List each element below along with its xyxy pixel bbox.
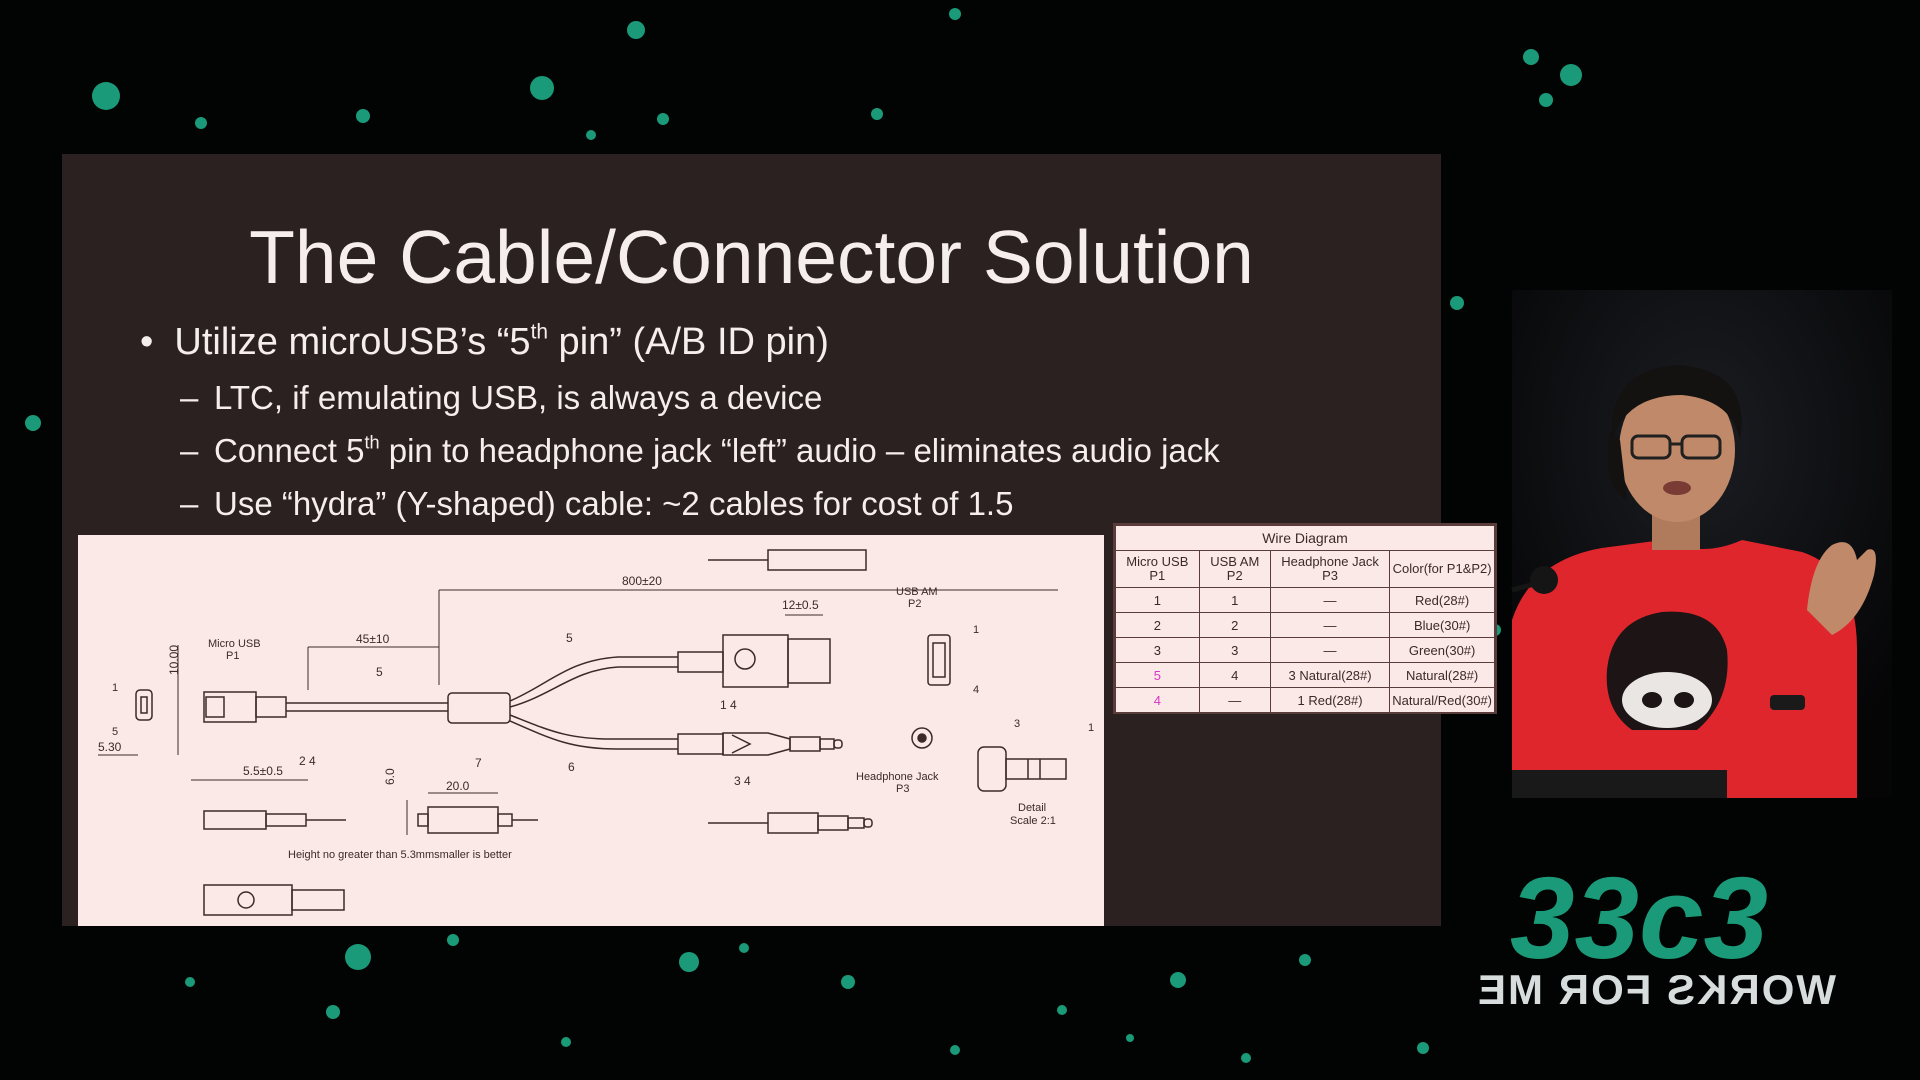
table-cell: 5	[1115, 662, 1200, 688]
dash-glyph: –	[180, 432, 199, 469]
bullet-text-after: pin” (A/B ID pin)	[548, 321, 829, 363]
wire-diagram-caption: Wire Diagram	[1115, 525, 1495, 551]
table-header: Headphone Jack P3	[1269, 550, 1391, 588]
table-header: USB AM P2	[1198, 550, 1271, 588]
table-cell: —	[1198, 687, 1271, 713]
logo-main-text: 33c3	[1510, 853, 1768, 983]
subbullet-2-text-after: pin to headphone jack “left” audio – eli…	[379, 432, 1220, 469]
label-micro-usb: Micro USB	[208, 638, 261, 650]
pin-label-1: 1	[112, 682, 118, 694]
bullet-sup: th	[530, 320, 548, 344]
dash-glyph: –	[180, 485, 199, 522]
subbullet-3-text: Use “hydra” (Y-shaped) cable: ~2 cables …	[214, 485, 1014, 522]
microphone	[1530, 566, 1558, 594]
presentation-slide: The Cable/Connector Solution • Utilize m…	[62, 154, 1497, 926]
table-row: 3 3 — Green(30#)	[1115, 637, 1495, 663]
dim-60: 6.0	[383, 768, 397, 785]
table-header: Color(for P1&P2)	[1389, 550, 1495, 588]
table-cell: —	[1269, 587, 1391, 613]
callout-7: 7	[475, 756, 482, 770]
dim-200: 20.0	[446, 779, 470, 793]
bullet-glyph: •	[140, 321, 175, 363]
pin-label-jack-3: 3	[1014, 718, 1020, 730]
pin-label-5: 5	[112, 726, 118, 738]
speaker-hand	[1807, 542, 1876, 635]
callout-5-left: 5	[376, 665, 383, 679]
speaker-head	[1619, 378, 1735, 522]
label-scale: Scale 2:1	[1010, 815, 1056, 827]
label-p2: P2	[908, 598, 921, 610]
subbullet-2: –Connect 5th pin to headphone jack “left…	[180, 431, 1220, 471]
table-cell: 3 Natural(28#)	[1269, 662, 1391, 688]
table-cell: 4	[1198, 662, 1271, 688]
table-cell: 1	[1198, 587, 1271, 613]
wire-diagram-table: Wire Diagram Micro USB P1 USB AM P2 Head…	[1113, 523, 1497, 714]
subbullet-2-sup: th	[364, 432, 380, 453]
table-cell: —	[1269, 612, 1391, 638]
speaker-video	[1511, 290, 1892, 798]
table-cell: 1	[1115, 587, 1200, 613]
table-header: Micro USB P1	[1115, 550, 1200, 588]
dim-530: 5.30	[98, 740, 122, 754]
subbullet-3: –Use “hydra” (Y-shaped) cable: ~2 cables…	[180, 484, 1013, 524]
table-cell: Natural(28#)	[1389, 662, 1495, 688]
table-row: 4 — 1 Red(28#) Natural/Red(30#)	[1115, 687, 1495, 713]
callout-24: 2 4	[299, 754, 316, 768]
subbullet-1: –LTC, if emulating USB, is always a devi…	[180, 378, 822, 418]
pin-label-usb-1: 1	[973, 624, 979, 636]
label-usb-am: USB AM	[896, 586, 938, 598]
subbullet-1-text: LTC, if emulating USB, is always a devic…	[214, 379, 823, 416]
usb-a-end-view	[927, 634, 951, 686]
micro-usb-end-view	[135, 689, 153, 721]
pin-label-usb-4: 4	[973, 684, 979, 696]
pin-label-jack-1: 1	[1088, 722, 1094, 734]
cable-technical-drawing: Micro USB P1 USB AM P2 Headphone Jack P3…	[78, 535, 1104, 926]
table-cell: Red(28#)	[1389, 587, 1495, 613]
table-cell: Blue(30#)	[1389, 612, 1495, 638]
subbullet-2-text-before: Connect 5	[214, 432, 365, 469]
dim-800: 800±20	[622, 574, 662, 588]
callout-6: 6	[568, 760, 575, 774]
label-p3: P3	[896, 783, 909, 795]
table-row: 1 1 — Red(28#)	[1115, 587, 1495, 613]
dash-glyph: –	[180, 379, 199, 416]
33c3-logo: 33c3	[1510, 853, 1768, 983]
callout-14: 1 4	[720, 698, 737, 712]
logo-tagline: WORKS FOR ME	[1476, 966, 1836, 1013]
bullet-text-before: Utilize microUSB’s “5	[174, 321, 531, 363]
label-detail: Detail	[1018, 802, 1046, 814]
callout-5-upper: 5	[566, 631, 573, 645]
podium	[1512, 770, 1727, 798]
dim-10: 10.00	[167, 645, 181, 675]
slide-title: The Cable/Connector Solution	[249, 215, 1254, 299]
table-row: 5 4 3 Natural(28#) Natural(28#)	[1115, 662, 1495, 688]
table-cell: 3	[1198, 637, 1271, 663]
table-row: 2 2 — Blue(30#)	[1115, 612, 1495, 638]
dim-55: 5.5±0.5	[243, 764, 283, 778]
table-cell: Natural/Red(30#)	[1389, 687, 1495, 713]
table-cell: 2	[1115, 612, 1200, 638]
bullet-main: • Utilize microUSB’s “5th pin” (A/B ID p…	[140, 319, 829, 365]
label-headphone-jack: Headphone Jack	[856, 771, 939, 783]
height-note: Height no greater than 5.3mmsmaller is b…	[288, 849, 512, 861]
table-cell: 1 Red(28#)	[1269, 687, 1391, 713]
y-junction	[447, 692, 511, 724]
callout-34: 3 4	[734, 774, 751, 788]
table-cell: 3	[1115, 637, 1200, 663]
dim-45: 45±10	[356, 632, 390, 646]
label-p1: P1	[226, 650, 239, 662]
table-cell: 2	[1198, 612, 1271, 638]
table-cell: Green(30#)	[1389, 637, 1495, 663]
table-cell: 4	[1115, 687, 1200, 713]
table-cell: —	[1269, 637, 1391, 663]
dim-12: 12±0.5	[782, 598, 819, 612]
